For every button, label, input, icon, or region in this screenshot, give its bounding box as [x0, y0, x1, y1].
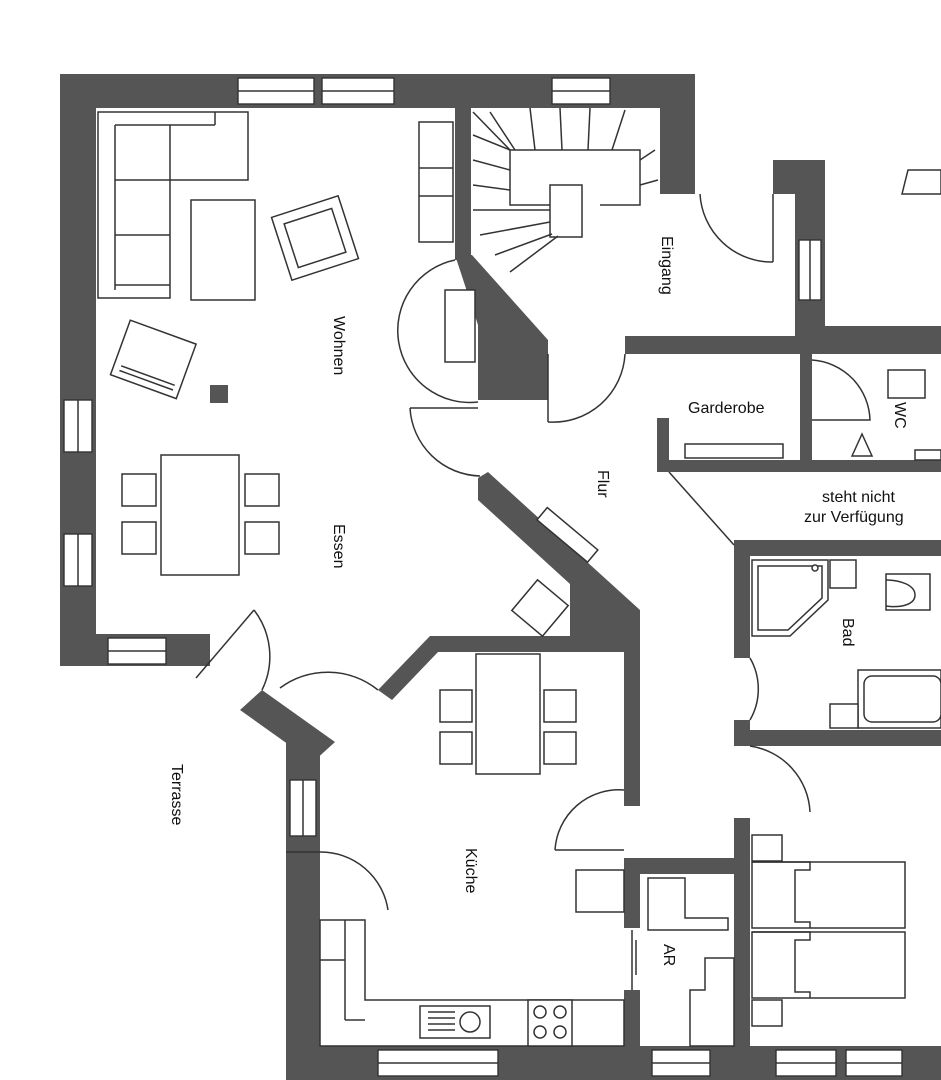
- staircase: [472, 107, 659, 273]
- label-flur: Flur: [594, 470, 611, 498]
- label-ar: AR: [660, 944, 677, 966]
- windows: [63, 77, 903, 1077]
- label-wc: WC: [891, 402, 908, 429]
- doors: [195, 193, 871, 990]
- label-not-available-2: zur Verfügung: [804, 509, 904, 526]
- label-bad: Bad: [839, 618, 856, 646]
- label-not-available-1: steht nicht: [822, 489, 895, 506]
- furniture: [97, 111, 941, 1047]
- label-terrasse: Terrasse: [168, 764, 185, 825]
- label-eingang: Eingang: [658, 236, 675, 295]
- label-garderobe: Garderobe: [688, 400, 765, 417]
- label-essen: Essen: [330, 524, 347, 568]
- room-labels: Wohnen Essen Eingang Flur Garderobe WC s…: [168, 236, 908, 966]
- label-kueche: Küche: [462, 848, 479, 893]
- label-wohnen: Wohnen: [330, 316, 347, 375]
